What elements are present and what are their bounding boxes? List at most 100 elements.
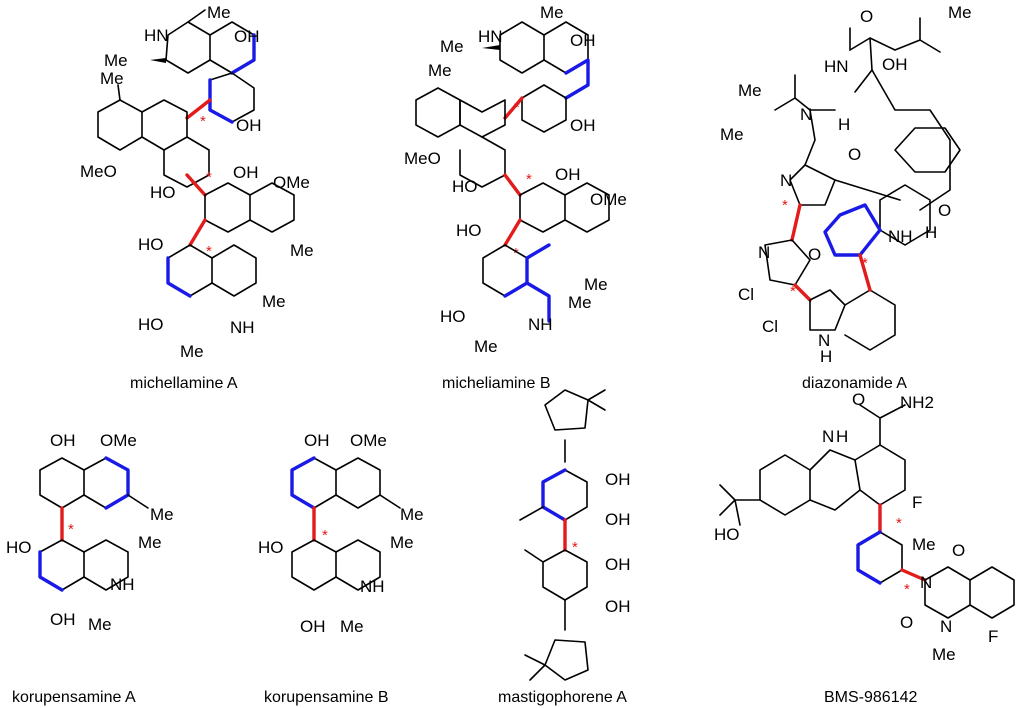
label-me: Me: [474, 337, 498, 356]
axis-marker: *: [572, 539, 578, 556]
label-h: H: [838, 115, 850, 134]
label-o: O: [852, 390, 865, 409]
caption-michellamine-a: michellamine A: [130, 375, 238, 392]
label-f: F: [988, 627, 998, 646]
label-cl: Cl: [762, 317, 778, 336]
label-nh: NH: [230, 318, 255, 337]
label-cl: Cl: [738, 285, 754, 304]
label-me: Me: [568, 293, 592, 312]
molecule-michellamine-a: HN Me OH Me OH * Me MeO HO * OH OMe Me *: [80, 3, 314, 392]
label-ho: HO: [150, 183, 176, 202]
label-oh: OH: [300, 617, 326, 636]
label-me: Me: [720, 125, 744, 144]
caption-micheliamine-b: micheliamine B: [442, 375, 550, 392]
molecule-bms-986142: NH2 O N H F HO * Me * O N O N Me F BMS-9…: [714, 390, 1015, 706]
label-me: Me: [440, 37, 464, 56]
label-ho: HO: [258, 538, 284, 557]
label-hn: HN: [478, 27, 503, 46]
label-o: O: [900, 613, 913, 632]
axis-marker: *: [513, 245, 519, 262]
axis-marker: *: [526, 171, 532, 188]
label-ho: HO: [452, 177, 478, 196]
label-oh: OH: [304, 431, 330, 450]
label-nh: NH: [888, 227, 913, 246]
label-ho: HO: [138, 315, 164, 334]
label-oh: OH: [555, 165, 581, 184]
label-me: Me: [428, 61, 452, 80]
label-oh: OH: [50, 431, 76, 450]
axis-marker: *: [862, 255, 868, 272]
label-ho: HO: [440, 307, 466, 326]
label-ho: HO: [456, 221, 482, 240]
label-me: Me: [262, 292, 286, 311]
molecule-micheliamine-b: HN Me Me OH OH * Me MeO HO * OH OMe Me *…: [404, 3, 627, 392]
label-me: Me: [540, 3, 564, 22]
label-h: H: [820, 347, 832, 366]
label-me: Me: [948, 3, 972, 22]
label-ome: OMe: [350, 431, 387, 450]
label-n: N: [818, 331, 830, 350]
label-ho: HO: [138, 235, 164, 254]
label-n: N: [920, 573, 932, 592]
label-me: Me: [150, 505, 174, 524]
caption-korupensamine-b: korupensamine B: [264, 689, 389, 706]
label-me: Me: [584, 275, 608, 294]
caption-diazonamide-a: diazonamide A: [802, 375, 907, 392]
label-oh: OH: [234, 27, 260, 46]
label-nh: NH: [110, 575, 135, 594]
label-ho: HO: [6, 538, 32, 557]
molecule-diazonamide-a: * * * Me Me O HN OH Me N H O N O H NH O …: [720, 3, 972, 392]
label-me: Me: [180, 342, 204, 361]
axis-marker: *: [896, 515, 902, 532]
label-oh: OH: [605, 555, 631, 574]
caption-bms-986142: BMS-986142: [824, 689, 917, 706]
label-oh: OH: [570, 116, 596, 135]
molecule-mastigophorene-a: OH OH * OH OH mastigophorene A: [498, 389, 631, 706]
label-oh: OH: [605, 597, 631, 616]
label-nh2: NH2: [900, 393, 934, 412]
label-ho: HO: [714, 525, 740, 544]
label-o: O: [860, 7, 873, 26]
axis-marker: *: [904, 581, 910, 598]
label-me: Me: [104, 51, 128, 70]
axis-marker: *: [206, 169, 212, 186]
label-oh: OH: [605, 470, 631, 489]
axis-marker: *: [514, 99, 520, 116]
label-n: N: [758, 243, 770, 262]
caption-korupensamine-a: korupensamine A: [12, 689, 136, 706]
label-meo: MeO: [404, 149, 441, 168]
label-n: N: [780, 171, 792, 190]
axis-marker: *: [782, 197, 788, 214]
label-hn: HN: [144, 26, 169, 45]
label-hn: HN: [824, 57, 849, 76]
label-oh: OH: [570, 31, 596, 50]
label-me: Me: [340, 617, 364, 636]
label-nh: NH: [528, 315, 553, 334]
label-n: N: [822, 427, 834, 446]
label-me: Me: [738, 81, 762, 100]
axis-marker: *: [322, 527, 328, 544]
label-me: Me: [932, 645, 956, 664]
label-me: Me: [290, 241, 314, 260]
axis-marker: *: [200, 113, 206, 130]
caption-mastigophorene-a: mastigophorene A: [498, 689, 627, 706]
label-f: F: [912, 493, 922, 512]
label-me: Me: [100, 69, 124, 88]
label-oh: OH: [882, 55, 908, 74]
label-h: H: [925, 223, 937, 242]
label-h: H: [836, 427, 848, 446]
axis-marker: *: [790, 283, 796, 300]
label-me: Me: [400, 505, 424, 524]
label-o: O: [952, 541, 965, 560]
label-ome: OMe: [100, 431, 137, 450]
label-oh: OH: [233, 163, 259, 182]
label-n: N: [800, 105, 812, 124]
axis-marker: *: [68, 521, 74, 538]
label-ome: OMe: [590, 190, 627, 209]
label-me: Me: [912, 535, 936, 554]
label-ome: OMe: [273, 173, 310, 192]
label-meo: MeO: [80, 162, 117, 181]
molecule-korupensamine-a: OH OMe Me * HO Me NH OH Me korupensamine…: [6, 431, 174, 706]
label-oh: OH: [605, 510, 631, 529]
